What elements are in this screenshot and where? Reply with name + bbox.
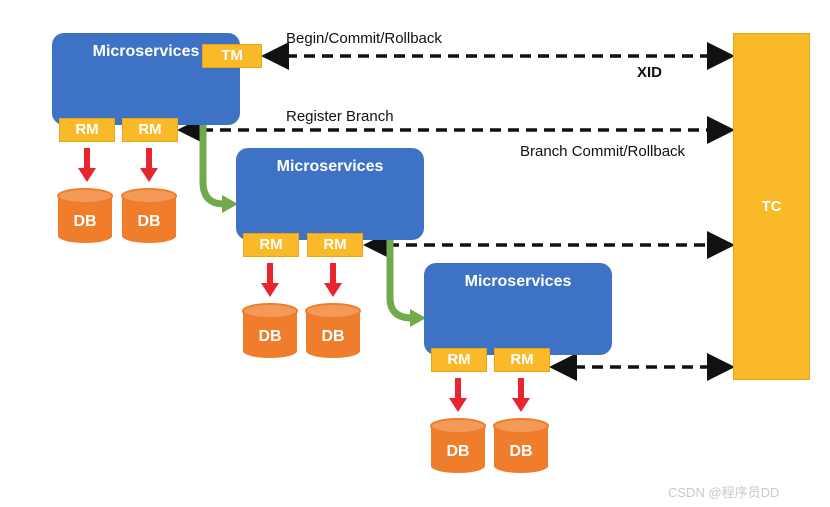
db-cylinder: DB (242, 303, 298, 358)
microservice-title: Microservices (92, 43, 200, 60)
rm-tag: RM (307, 233, 363, 257)
rm-tag: RM (494, 348, 550, 372)
db-label: DB (73, 213, 96, 230)
microservice-box: Microservices (236, 148, 424, 240)
red-arrow (78, 148, 96, 182)
call-arrow-1 (199, 118, 238, 213)
microservice-title: Microservices (464, 273, 572, 290)
register-branch-label: Register Branch (286, 108, 394, 125)
db-label: DB (137, 213, 160, 230)
db-label: DB (321, 328, 344, 345)
db-label: DB (446, 443, 469, 460)
begin-commit-rollback-label: Begin/Commit/Rollback (286, 30, 442, 47)
rm-tag: RM (243, 233, 299, 257)
rm-tag: RM (59, 118, 115, 142)
tm-tag: TM (202, 44, 262, 68)
tc-label: TC (761, 198, 782, 215)
microservice-box: Microservices (424, 263, 612, 355)
watermark: CSDN @程序员DD (668, 485, 780, 500)
tc-box: TC (733, 33, 810, 380)
red-arrow (261, 263, 279, 297)
db-cylinder: DB (493, 418, 549, 473)
branch-commit-rollback-label: Branch Commit/Rollback (520, 143, 686, 160)
xid-label: XID (637, 64, 663, 81)
call-arrow-2 (386, 234, 426, 327)
rm-tag: RM (122, 118, 178, 142)
red-arrow (324, 263, 342, 297)
db-label: DB (258, 328, 281, 345)
red-arrow (449, 378, 467, 412)
db-cylinder: DB (305, 303, 361, 358)
db-cylinder: DB (430, 418, 486, 473)
db-cylinder: DB (57, 188, 113, 243)
red-arrow (140, 148, 158, 182)
microservice-title: Microservices (276, 158, 384, 175)
rm-tag: RM (431, 348, 487, 372)
db-label: DB (509, 443, 532, 460)
red-arrow (512, 378, 530, 412)
db-cylinder: DB (121, 188, 177, 243)
